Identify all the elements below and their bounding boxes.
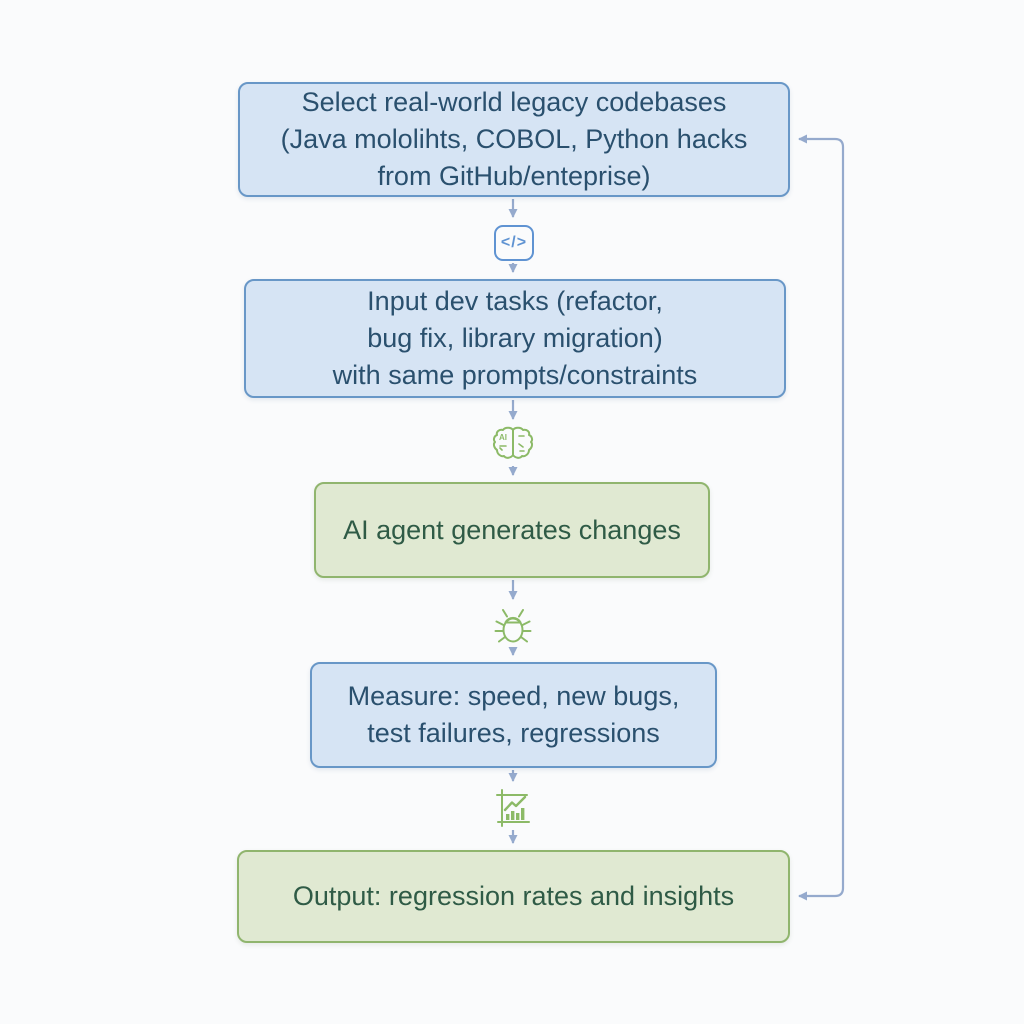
flow-node-measure-metrics: Measure: speed, new bugs, test failures,… bbox=[310, 662, 717, 768]
flow-node-output-regression-rates: Output: regression rates and insights bbox=[237, 850, 790, 943]
code-icon-frame: </> bbox=[494, 225, 534, 261]
code-icon-glyph: </> bbox=[500, 234, 528, 251]
node-line: AI agent generates changes bbox=[343, 514, 681, 545]
brain-icon-label: AI bbox=[499, 433, 507, 442]
feedback-loop-arrow-top bbox=[798, 134, 845, 520]
chart-icon bbox=[491, 786, 535, 830]
feedback-loop-arrow-bottom bbox=[798, 520, 845, 901]
node-line: with same prompts/constraints bbox=[332, 360, 698, 390]
node-line: test failures, regressions bbox=[367, 718, 660, 748]
node-line: (Java mololihts, COBOL, Python hacks bbox=[280, 124, 748, 154]
node-line: Output: regression rates and insights bbox=[292, 881, 735, 911]
node-line: Measure: speed, new bugs, bbox=[347, 681, 680, 711]
flow-node-ai-agent-generates-changes: AI agent generates changes bbox=[314, 482, 710, 578]
node-line: from GitHub/enteprise) bbox=[377, 161, 651, 191]
bug-icon bbox=[493, 604, 533, 648]
node-line: Input dev tasks (refactor, bbox=[367, 286, 663, 316]
flow-node-input-dev-tasks: Input dev tasks (refactor, bug fix, libr… bbox=[244, 279, 786, 398]
brain-icon: AI bbox=[489, 425, 537, 465]
node-line: bug fix, library migration) bbox=[367, 323, 663, 353]
node-line: Select real-world legacy codebases bbox=[301, 87, 727, 117]
code-icon: </> bbox=[494, 225, 534, 261]
flow-node-select-codebases: Select real-world legacy codebases (Java… bbox=[238, 82, 790, 197]
